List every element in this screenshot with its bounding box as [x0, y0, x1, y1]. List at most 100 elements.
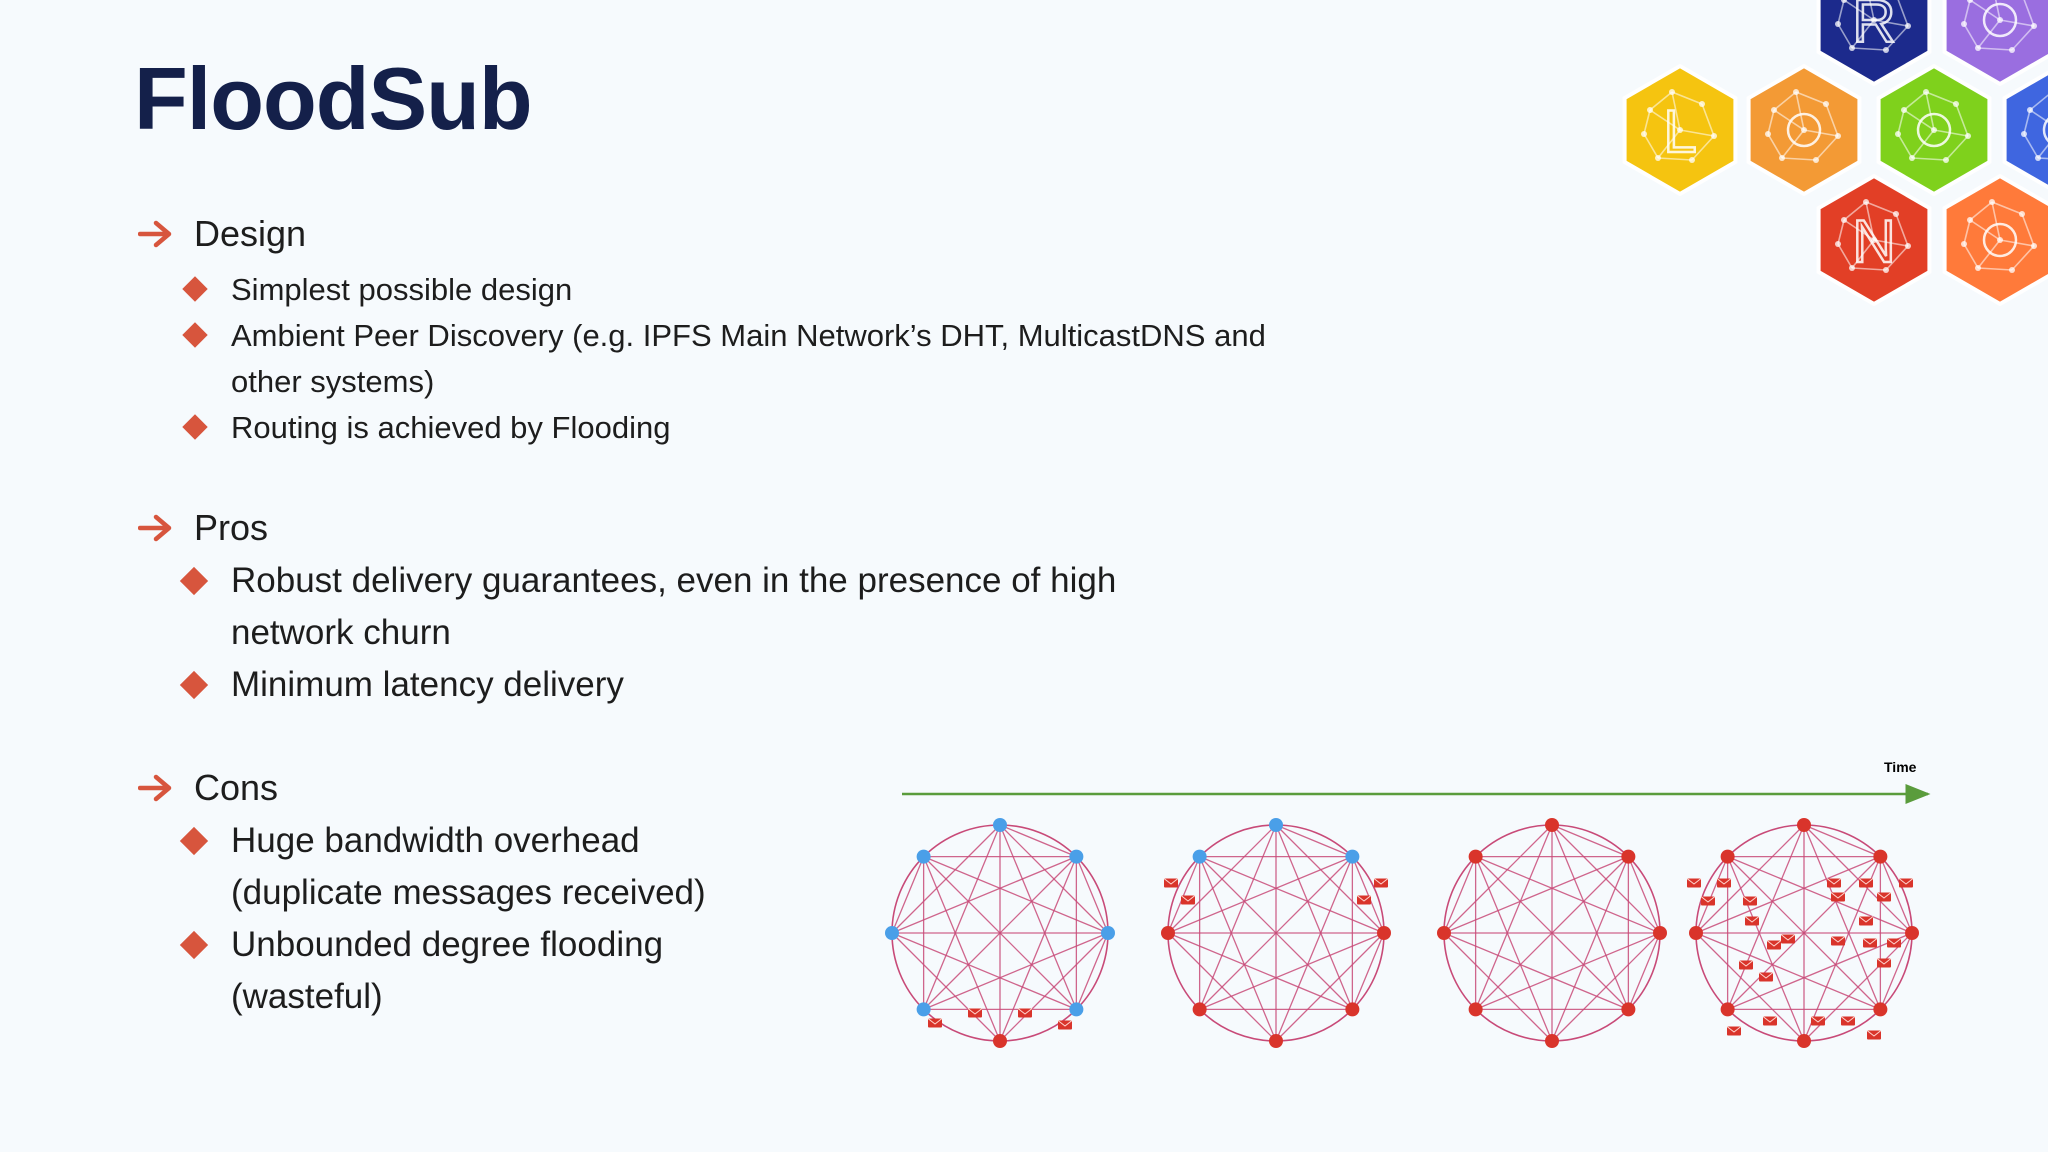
diamond-bullet-icon [182, 414, 208, 440]
time-label: Time [1884, 759, 1917, 775]
cube-icon [1982, 2, 2018, 38]
peer-node [1720, 1002, 1735, 1017]
section-pros: Pros Robust delivery guarantees, even in… [138, 503, 1116, 711]
message-envelope-icon [1700, 896, 1716, 906]
message-envelope-icon [1356, 895, 1372, 905]
peer-link [1803, 824, 1881, 1010]
message-envelope-icon [1830, 936, 1846, 946]
peer-node [1192, 1002, 1207, 1017]
logo-hexagon [1942, 0, 2048, 87]
message-envelope-icon [1876, 892, 1892, 902]
peer-link [1695, 856, 1881, 934]
stage-graph [1437, 818, 1667, 1048]
peer-node [1377, 926, 1391, 940]
diamond-bullet-icon [182, 276, 208, 302]
peer-node [1101, 926, 1115, 940]
peer-link [1727, 856, 1881, 1010]
logo-hexagon: N [1816, 173, 1932, 307]
peer-link [1199, 856, 1353, 1010]
peer-node [1069, 1002, 1084, 1017]
diamond-bullet-icon [179, 930, 209, 960]
peer-node [1653, 926, 1667, 940]
peer-link [1551, 824, 1629, 858]
arrow-right-icon [138, 514, 172, 542]
message-envelope-icon [1758, 972, 1774, 982]
peer-node [1345, 1002, 1360, 1017]
message-envelope-icon [1876, 958, 1892, 968]
message-envelope-icon [927, 1018, 943, 1028]
peer-link [923, 932, 1109, 1010]
message-envelope-icon [1742, 896, 1758, 906]
bulb-icon [1786, 112, 1822, 148]
peer-link [1627, 856, 1661, 934]
message-envelope-icon [1840, 1016, 1856, 1026]
stage-graph [1686, 818, 1919, 1048]
peer-link [923, 856, 1001, 1042]
peer-link [1727, 856, 1913, 934]
diamond-bullet-icon [182, 322, 208, 348]
message-envelope-icon [1826, 878, 1842, 888]
peer-node [1621, 849, 1636, 864]
peer-link [1275, 824, 1353, 1010]
peer-node [993, 1034, 1007, 1048]
peer-link [1275, 856, 1353, 1042]
message-envelope-icon [1744, 916, 1760, 926]
message-envelope-icon [1766, 940, 1782, 950]
message-envelope-icon [1017, 1008, 1033, 1018]
peer-link [1475, 932, 1661, 1010]
peer-link [1727, 824, 1805, 1010]
peer-link [1727, 856, 1805, 1042]
peer-node [916, 849, 931, 864]
logo-letter: N [1852, 208, 1895, 275]
peer-link [1695, 856, 1729, 934]
peer-link [1075, 932, 1109, 1010]
peer-node [1689, 926, 1703, 940]
network-icon [1982, 222, 2018, 258]
peer-node [885, 926, 899, 940]
section-label: Cons [194, 767, 279, 808]
peer-link [999, 824, 1077, 1010]
message-envelope-icon [1373, 878, 1389, 888]
peer-node [1468, 1002, 1483, 1017]
peer-link [1167, 932, 1353, 1010]
bullet-item: Huge bandwidth overhead(duplicate messag… [138, 815, 706, 919]
stage-graph [885, 818, 1115, 1048]
peer-link [923, 856, 1109, 934]
message-envelope-icon [1180, 895, 1196, 905]
peer-node [1345, 849, 1360, 864]
diamond-bullet-icon [179, 826, 209, 856]
flooding-diagram: Time [885, 759, 1931, 1048]
section-label: Pros [194, 507, 269, 548]
logo-hexagon [1942, 173, 2048, 307]
slide-title: FloodSub [134, 49, 533, 148]
peer-link [1475, 856, 1661, 934]
peer-node [1269, 1034, 1283, 1048]
peer-node [1873, 1002, 1888, 1017]
message-envelope-icon [1738, 960, 1754, 970]
peer-link [1199, 856, 1277, 1042]
peer-link [1167, 856, 1353, 934]
message-envelope-icon [1163, 878, 1179, 888]
message-envelope-icon [1686, 878, 1702, 888]
section-design: Design Simplest possible design Ambient … [138, 209, 1266, 451]
peer-link [1727, 932, 1913, 1010]
peer-node [1269, 818, 1283, 832]
peer-link [1551, 856, 1629, 1042]
peer-link [1443, 932, 1629, 1010]
peer-link [1695, 932, 1805, 1042]
peer-node [1468, 849, 1483, 864]
message-envelope-icon [1726, 1026, 1742, 1036]
peer-link [1475, 824, 1553, 1010]
peer-link [1351, 932, 1385, 1010]
peer-node [1797, 818, 1811, 832]
logo-letter: R [1852, 0, 1895, 55]
arrow-right-icon [138, 220, 172, 248]
arrow-right-icon [138, 774, 172, 802]
peer-link [1075, 856, 1109, 934]
peer-link [999, 856, 1077, 1042]
message-envelope-icon [1898, 878, 1914, 888]
peer-node [1905, 926, 1919, 940]
peer-link [891, 932, 1077, 1010]
bullet-item: Minimum latency delivery [138, 659, 1116, 711]
message-envelope-icon [1762, 1016, 1778, 1026]
